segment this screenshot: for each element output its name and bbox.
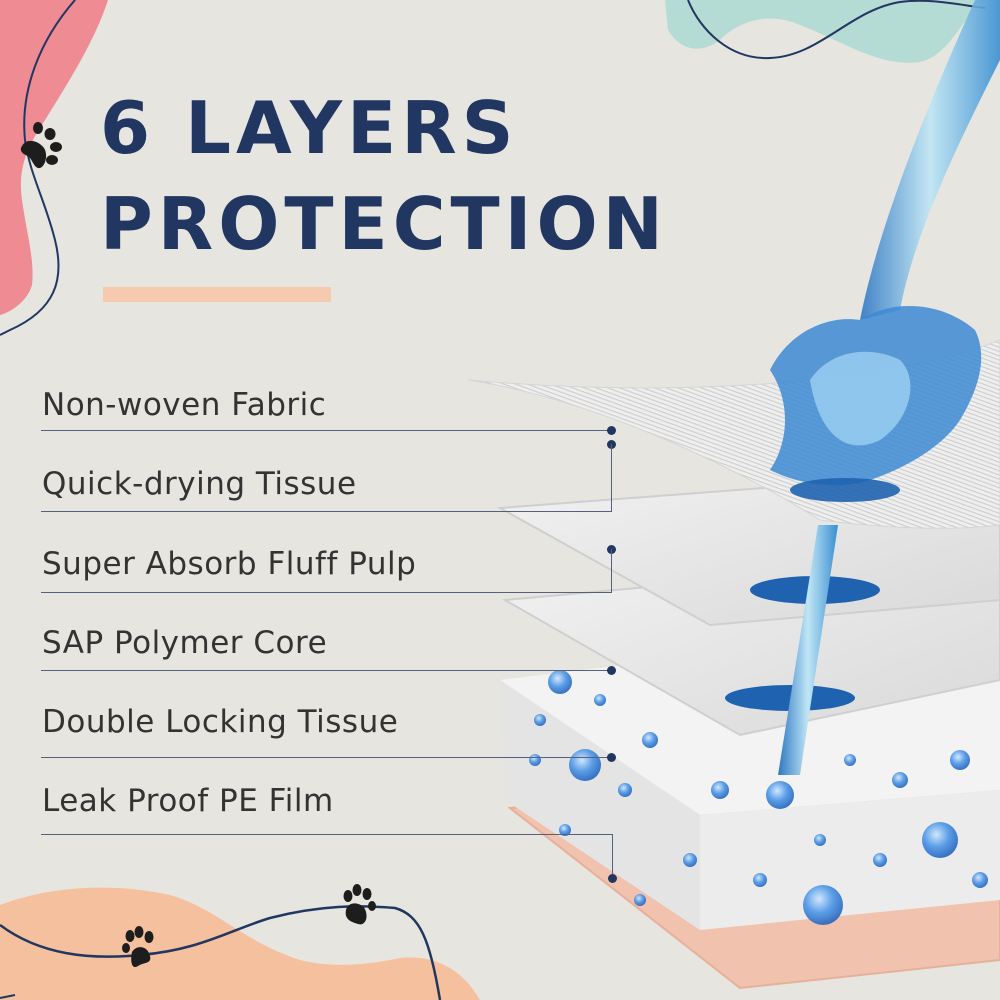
navy-curve-bottom-left bbox=[0, 994, 16, 999]
pink-blob bbox=[0, 0, 108, 315]
navy-curve-bottom bbox=[0, 905, 442, 1000]
title-line-1: 6 LAYERS bbox=[100, 86, 519, 170]
layer-label-super-absorb-fluff-pulp: Super Absorb Fluff Pulp bbox=[42, 546, 417, 582]
leader-dot bbox=[608, 874, 617, 883]
leader-line bbox=[41, 834, 612, 835]
layer-label-sap-polymer-core: SAP Polymer Core bbox=[42, 625, 328, 661]
leader-dot bbox=[607, 426, 616, 435]
leader-line bbox=[41, 511, 612, 512]
layer-label-double-locking-tissue: Double Locking Tissue bbox=[42, 704, 399, 740]
title-line-2: PROTECTION bbox=[100, 182, 668, 266]
leader-dot bbox=[607, 753, 616, 762]
peach-blob bbox=[0, 887, 480, 1000]
leader-line bbox=[41, 592, 612, 593]
teal-blob bbox=[665, 0, 985, 63]
paw-print-icon bbox=[20, 122, 62, 169]
leader-line bbox=[41, 757, 611, 758]
leader-line bbox=[41, 430, 611, 431]
paw-print-icon bbox=[343, 884, 376, 925]
leader-dot bbox=[607, 666, 616, 675]
leader-line bbox=[611, 549, 612, 593]
layer-label-leak-proof-pe-film: Leak Proof PE Film bbox=[42, 783, 334, 819]
layer-label-non-woven-fabric: Non-woven Fabric bbox=[42, 387, 327, 423]
title-accent-bar bbox=[103, 287, 331, 302]
leader-line bbox=[612, 834, 613, 878]
layer-label-quick-drying-tissue: Quick-drying Tissue bbox=[42, 466, 357, 502]
navy-curve-left bbox=[0, 0, 76, 336]
paw-print-icon bbox=[122, 926, 154, 968]
leader-line bbox=[41, 670, 611, 671]
leader-line bbox=[611, 444, 612, 512]
